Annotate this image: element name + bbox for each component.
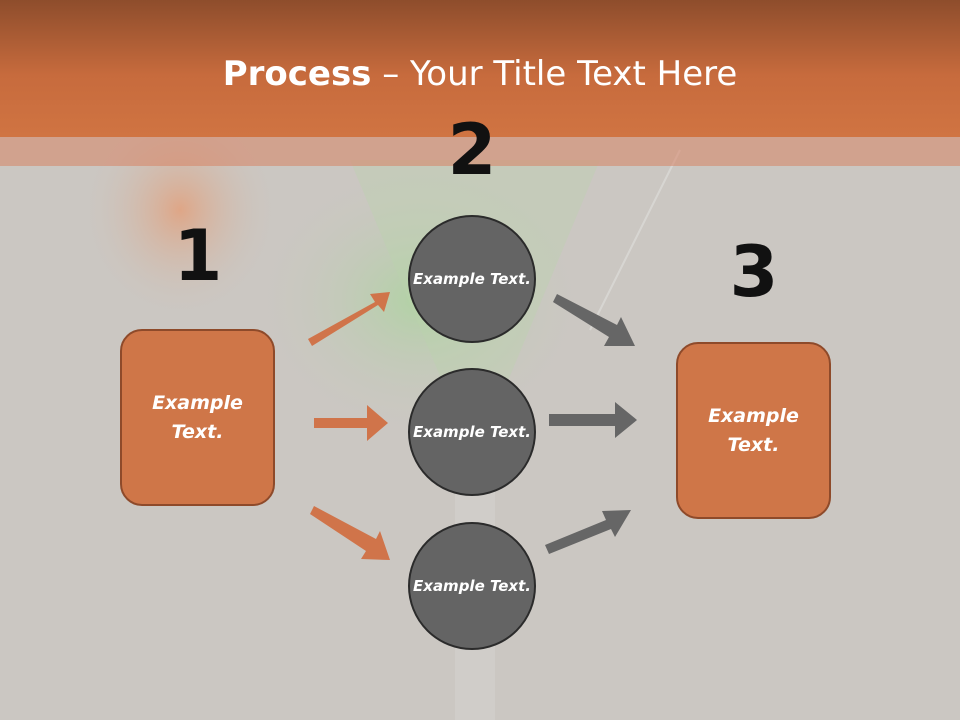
circle-text: Example Text. [413, 576, 531, 595]
step-1-box[interactable]: Example Text. [120, 329, 275, 506]
step-2-circle-bottom[interactable]: Example Text. [408, 522, 536, 650]
orange-arrow-down [310, 506, 390, 560]
step-2-circle-top[interactable]: Example Text. [408, 215, 536, 343]
gray-arrow-down [553, 294, 635, 346]
circle-text: Example Text. [413, 422, 531, 441]
header-bar [0, 0, 960, 137]
orange-arrow-up [308, 292, 390, 346]
step-1-text: Example Text. [152, 391, 243, 443]
step-2-circle-middle[interactable]: Example Text. [408, 368, 536, 496]
gray-arrow-up [545, 510, 631, 554]
step-number-3: 3 [729, 231, 779, 313]
orange-arrow-right [314, 405, 388, 441]
step-number-1: 1 [173, 215, 223, 297]
title-rest: – Your Title Text Here [371, 54, 738, 94]
step-3-box[interactable]: Example Text. [676, 342, 831, 519]
step-number-2: 2 [447, 109, 497, 191]
title-bold: Process [222, 54, 372, 94]
circle-text: Example Text. [413, 269, 531, 288]
step-3-text: Example Text. [708, 404, 799, 456]
slide-title[interactable]: Process – Your Title Text Here [0, 52, 960, 96]
header-band [0, 137, 960, 166]
gray-arrow-right [549, 402, 637, 438]
